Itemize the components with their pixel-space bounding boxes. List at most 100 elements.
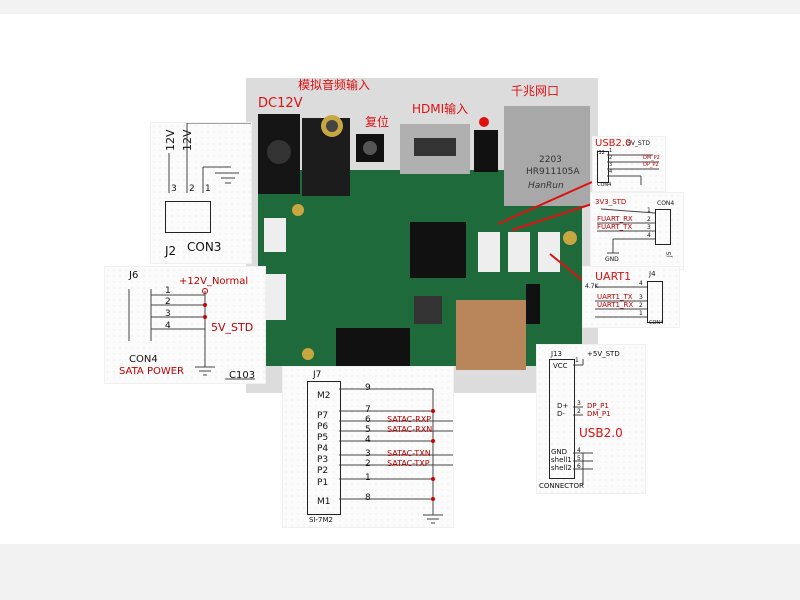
schematic-j2: 12V 12V 3 2 1 J2 CON3 xyxy=(150,122,252,264)
j6-wires xyxy=(128,288,255,380)
j13-pin-1: 1 xyxy=(575,357,579,364)
j7-row-m1-pin: M1 xyxy=(317,497,331,507)
j13-wires xyxy=(573,359,593,485)
j7-row-p3-net: SATAC-TXN xyxy=(387,449,431,458)
j13-pin-3: 3 xyxy=(577,400,581,407)
j7-row-p7-pin: P7 xyxy=(317,411,329,421)
j7-row-p5-pin: P5 xyxy=(317,433,329,443)
j6-net-12v: +12V_Normal xyxy=(179,276,249,287)
uart1-pin-4: 4 xyxy=(639,280,643,287)
j6-pin-2: 2 xyxy=(165,297,171,307)
pcb-photo: 2203 HR911105A HanRun xyxy=(246,78,598,393)
uart1-part: CON4 xyxy=(649,320,664,326)
j13-pin-4: 4 xyxy=(577,447,581,454)
j5-net-rx: FUART_RX xyxy=(597,215,633,223)
j5-net-tx: FUART_TX xyxy=(597,223,633,231)
uart1-net-tx: UART1_TX xyxy=(597,293,633,301)
j7-body xyxy=(307,381,341,515)
uart1-wires xyxy=(595,286,647,318)
j7-row-p3-pin: P3 xyxy=(317,455,329,465)
pcb-illustration xyxy=(246,78,598,393)
j7-row-p1-pin: P1 xyxy=(317,478,329,488)
j7-part: SI-7M2 xyxy=(309,516,333,524)
j2-net-2: 12V xyxy=(181,129,194,151)
j2-name: CON3 xyxy=(187,240,222,254)
j5-pin-2: 2 xyxy=(647,216,651,223)
j2-pin-1: 1 xyxy=(205,184,211,194)
usb-top-ref: J12 xyxy=(597,150,605,156)
j13-dplus: D+ xyxy=(557,402,569,410)
j7-ref: J7 xyxy=(313,370,322,380)
label-dc12v: DC12V xyxy=(258,96,303,111)
j6-pin-3: 3 xyxy=(165,309,171,319)
j7-row-p2-pin: P2 xyxy=(317,466,329,476)
j7-row-p5-net: SATAC-RXN xyxy=(387,425,433,434)
usb-top-net-dp: DP_P2 xyxy=(643,162,659,168)
j7-row-m2-num: 9 xyxy=(365,383,371,393)
j13-title: USB2.0 xyxy=(579,426,623,440)
schematic-j6: J6 +12V_Normal 1 2 3 4 5V_STD CON4 SATA … xyxy=(104,266,266,384)
usb-top-wires xyxy=(607,154,659,185)
j6-cap: C103 xyxy=(229,370,256,381)
j5-gnd: GND xyxy=(605,256,619,263)
schematic-j13: J13 +5V_STD VCC D+ D- 1 3 2 DP_P1 DM_P1 … xyxy=(536,344,646,494)
label-analog-audio: 模拟音频输入 xyxy=(298,78,371,92)
j7-row-p4-pin: P4 xyxy=(317,444,329,454)
j5-body xyxy=(655,209,671,245)
uart1-pin-1: 1 xyxy=(639,310,643,317)
j7-row-p7-num: 7 xyxy=(365,405,371,415)
j5-pin-3: 3 xyxy=(647,224,651,231)
uart1-body xyxy=(647,281,663,323)
usb-top-pin-3: 3 xyxy=(609,162,613,168)
j6-name: CON4 xyxy=(129,354,158,365)
usb-top-pin-1: 1 xyxy=(609,148,613,154)
j2-wires xyxy=(168,123,251,193)
schematic-usb-top: USB2.0 5V_STD J12 1 2 3 4 DM_P2 DP_P2 CO… xyxy=(592,136,666,192)
j13-part: CONNECTOR xyxy=(539,482,584,490)
j6-desc: SATA POWER xyxy=(119,366,185,377)
j2-pin-2: 2 xyxy=(189,184,195,194)
j5-ref: J5 xyxy=(666,251,673,257)
j13-net-dm: DM_P1 xyxy=(587,410,611,418)
j13-pin-5: 5 xyxy=(577,455,581,462)
label-reset: 复位 xyxy=(365,115,390,129)
j13-pin-6: 6 xyxy=(577,463,581,470)
j7-row-p3-num: 3 xyxy=(365,449,371,459)
uart1-ref: J4 xyxy=(649,270,656,278)
j7-row-p2-num: 2 xyxy=(365,459,371,469)
usb-top-part: CON4 xyxy=(597,182,612,188)
j7-row-p6-net: SATAC-RXP xyxy=(387,415,432,424)
j2-net-1: 12V xyxy=(164,129,177,151)
uart1-title: UART1 xyxy=(595,270,632,283)
label-gigabit-port: 千兆网口 xyxy=(511,84,560,98)
uart1-net-rx: UART1_RX xyxy=(597,301,634,309)
j6-pin-1: 1 xyxy=(165,286,171,296)
usb-top-pin-4: 4 xyxy=(609,169,613,175)
schematic-j7: J7 M2 9 P7 7 P6 6 SATAC-RXP P5 5 SATAC-R… xyxy=(282,366,454,528)
usb-top-body xyxy=(597,151,609,183)
usb-top-net-vcc: 5V_STD xyxy=(627,140,651,147)
j7-row-p5-num: 5 xyxy=(365,425,371,435)
j13-shell2: shell2 xyxy=(551,464,572,472)
schematic-uart1: UART1 J4 4.7K UART1_TX UART1_RX 4 3 2 1 … xyxy=(582,266,680,328)
usb-top-title: USB2.0 xyxy=(595,138,632,149)
uart1-res: 4.7K xyxy=(585,283,599,290)
j13-dminus: D- xyxy=(557,410,565,418)
j6-net-5v: 5V_STD xyxy=(211,321,254,334)
j13-shell1: shell1 xyxy=(551,456,572,464)
usb-top-net-dm: DM_P2 xyxy=(643,155,660,161)
j7-row-p2-net: SATAC-TXP xyxy=(387,459,430,468)
uart1-pin-3: 3 xyxy=(639,294,643,301)
j13-pin-2: 2 xyxy=(577,408,581,415)
j13-net-dp: DP_P1 xyxy=(587,402,609,410)
j13-vcc: VCC xyxy=(553,362,568,370)
j13-body xyxy=(549,359,575,479)
j7-wires xyxy=(339,388,453,524)
j5-net-3v3: 3V3_STD xyxy=(595,198,627,206)
j6-ref: J6 xyxy=(129,270,139,281)
j13-ref: J13 xyxy=(551,350,562,358)
label-hdmi-in: HDMI输入 xyxy=(412,102,469,116)
j6-pin-4: 4 xyxy=(165,321,171,331)
top-band xyxy=(0,0,800,14)
rj45-label-2: HR911105A xyxy=(526,167,580,177)
